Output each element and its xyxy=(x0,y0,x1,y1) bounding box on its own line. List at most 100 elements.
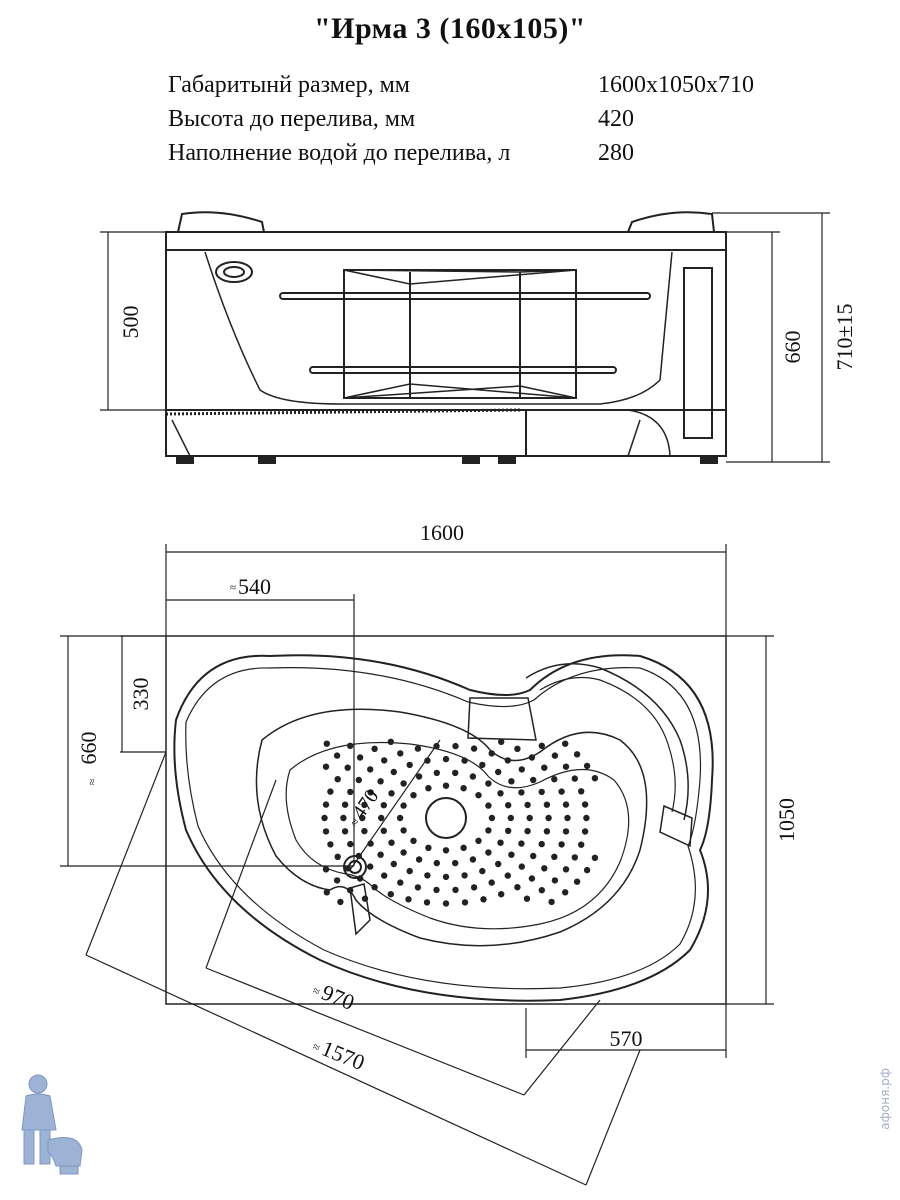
jet-dot xyxy=(415,856,423,863)
drain-center xyxy=(425,797,467,839)
jet-dot xyxy=(323,740,330,747)
approx-sign: ≈ xyxy=(85,778,99,785)
jet-dot xyxy=(518,789,525,796)
approx-sign: ≈ xyxy=(230,582,236,594)
jet-dot xyxy=(433,769,440,777)
bath-outline xyxy=(165,635,727,1005)
jet-dot xyxy=(387,891,394,898)
jet-dot xyxy=(538,887,545,894)
jet-dot xyxy=(337,898,344,906)
jet-dot xyxy=(523,895,531,902)
dim-label-330: 330 xyxy=(128,678,153,711)
jet-dot xyxy=(433,742,440,750)
jet-dot xyxy=(514,884,521,891)
jet-dot xyxy=(562,763,570,770)
jet-dot xyxy=(469,856,477,863)
jet-dot xyxy=(562,889,569,896)
dim-label-970: 970 xyxy=(318,979,358,1015)
jet-dot xyxy=(425,844,432,851)
jet-dot xyxy=(347,788,354,796)
jet-dot xyxy=(356,875,364,882)
jet-dot xyxy=(414,745,422,752)
jet-dot xyxy=(433,859,440,867)
jet-dot xyxy=(508,778,515,785)
top-view-drawing: 1600 ≈ 540 330 ≈ 660 1050 ≈ 470 ≈ 970 ≈ … xyxy=(60,520,799,1186)
jet-dot xyxy=(460,844,467,851)
jet-dot xyxy=(333,752,341,759)
bath-rim xyxy=(165,231,727,251)
jet-dot xyxy=(377,778,384,785)
jet-dot xyxy=(334,776,341,783)
jet-dot xyxy=(498,738,505,745)
jet-dot xyxy=(485,827,492,834)
jet-dot xyxy=(460,785,467,792)
jet-dot xyxy=(488,879,495,886)
dim-label-660: 660 xyxy=(780,331,805,364)
jet-dot xyxy=(545,814,552,822)
jet-dot xyxy=(396,814,404,822)
jet-dot xyxy=(470,745,478,752)
jet-dot xyxy=(410,792,417,799)
jet-dot xyxy=(322,763,330,770)
jet-dot xyxy=(497,839,504,846)
jet-dot xyxy=(504,757,511,764)
spec-row-dimensions: Габаритынй размер, мм 1600х1050х710 xyxy=(168,72,808,106)
bath-base xyxy=(165,410,727,457)
dim-label-710: 710±15 xyxy=(832,303,857,370)
jet-dot xyxy=(381,872,388,879)
jet-dot xyxy=(530,852,537,860)
jet-dot xyxy=(504,872,511,879)
dim-label-1600: 1600 xyxy=(420,520,464,545)
jet-dot xyxy=(380,827,387,834)
support-bar-lower xyxy=(309,366,617,374)
jet-dot xyxy=(341,801,349,808)
jet-dot xyxy=(505,802,512,809)
feet xyxy=(176,456,718,464)
jet-dot xyxy=(397,750,404,757)
jet-dot-field xyxy=(321,738,599,907)
jet-dot xyxy=(406,867,413,875)
jet-dot xyxy=(551,853,558,860)
jet-dot xyxy=(425,785,432,792)
jet-dot xyxy=(347,742,354,749)
jet-dot xyxy=(371,884,378,891)
jet-dot xyxy=(495,860,502,868)
jet-dot xyxy=(508,851,515,858)
jet-dot xyxy=(424,872,431,879)
jet-dot xyxy=(442,900,450,907)
jet-dot xyxy=(518,766,525,773)
jet-dot xyxy=(562,866,570,873)
jet-dot xyxy=(381,757,388,764)
jet-dot xyxy=(452,769,459,777)
jet-dot xyxy=(551,877,559,884)
jet-dot xyxy=(573,751,581,758)
side-view-drawing: 500 660 710±15 xyxy=(100,211,857,464)
jet-dot xyxy=(322,866,330,873)
jet-dot xyxy=(526,814,533,822)
jet-dot xyxy=(562,740,569,747)
jet-dot xyxy=(524,827,531,835)
jet-dot xyxy=(400,849,407,856)
jet-dot xyxy=(359,814,366,822)
jet-dot xyxy=(485,780,492,787)
jet-dot xyxy=(452,859,459,867)
jet-dot xyxy=(367,863,374,870)
jet-dot xyxy=(518,840,525,847)
jet-dot xyxy=(415,773,423,780)
jet-dot xyxy=(405,896,412,903)
dim-label-540: 540 xyxy=(238,574,271,599)
spec-value: 280 xyxy=(598,140,634,166)
jet-dot xyxy=(388,839,395,846)
jet-dot xyxy=(323,889,330,896)
jet-dot xyxy=(578,788,585,795)
watermark: афоня.рф xyxy=(878,1068,892,1130)
jet-dot xyxy=(507,814,514,822)
page-title: "Ирма 3 (160х105)" xyxy=(313,12,587,45)
jet-dot xyxy=(538,788,545,796)
bath-shell xyxy=(173,654,714,1002)
jet-dot xyxy=(479,761,486,769)
jet-dot xyxy=(406,761,413,769)
jet-dot xyxy=(543,828,551,835)
jet-dot xyxy=(583,762,591,770)
jet-dot xyxy=(541,764,548,771)
